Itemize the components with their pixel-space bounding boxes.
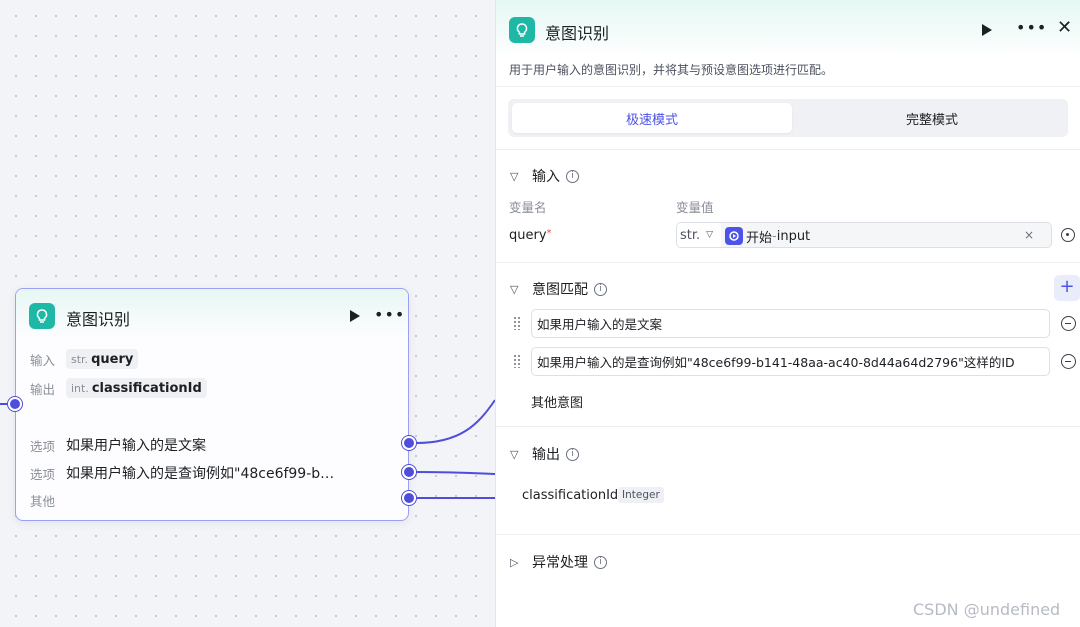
chevron-down-icon: ▽: [510, 169, 519, 183]
reference-var: input: [776, 228, 811, 244]
intent-input[interactable]: 如果用户输入的是文案: [531, 309, 1050, 338]
other-output-port[interactable]: [402, 491, 416, 505]
other-intent-label: 其他意图: [531, 396, 584, 411]
node-settings-panel: 意图识别 ••• ✕ 用于用户输入的意图识别，并将其与预设意图选项进行匹配。 极…: [495, 0, 1080, 627]
reference-chip: 开始 - input: [725, 226, 810, 246]
lightbulb-icon: [29, 303, 55, 329]
chevron-down-icon: ▽: [510, 447, 519, 461]
intent-input[interactable]: 如果用户输入的是查询例如"48ce6f99-b141-48aa-ac40-8d4…: [531, 347, 1050, 376]
more-icon[interactable]: •••: [374, 305, 406, 324]
node-option-row: 选项 如果用户输入的是查询例如"48ce6f99-b…: [30, 463, 334, 483]
node-input-port[interactable]: [8, 397, 22, 411]
input-var-name: query*: [509, 228, 552, 243]
error-section-header[interactable]: ▷ 异常处理 i: [510, 552, 607, 572]
clear-icon[interactable]: ×: [1023, 228, 1034, 242]
lightbulb-icon: [509, 17, 535, 43]
option-1-output-port[interactable]: [402, 436, 416, 450]
divider: [496, 426, 1080, 427]
reference-separator: -: [772, 228, 777, 244]
error-section-title: 异常处理: [532, 555, 588, 571]
intent-node-card[interactable]: 意图识别 ••• 输入 str. query 输出 int. classific…: [15, 288, 409, 521]
panel-header: 意图识别 ••• ✕: [496, 0, 1080, 56]
node-input-type: str.: [71, 352, 89, 366]
add-intent-button[interactable]: +: [1054, 275, 1080, 301]
input-section-header[interactable]: ▽ 输入 i: [510, 166, 579, 186]
mode-switch: 极速模式 完整模式: [508, 99, 1068, 137]
chevron-down-icon: ▽: [510, 282, 519, 296]
node-output-row: 输出 int. classificationId: [30, 378, 207, 398]
info-icon[interactable]: i: [594, 282, 607, 296]
variable-picker-icon[interactable]: [1061, 228, 1075, 242]
output-var-type: Integer: [618, 487, 664, 503]
node-output-name: classificationId: [91, 380, 202, 396]
node-option-row: 选项 如果用户输入的是文案: [30, 435, 206, 455]
panel-description: 用于用户输入的意图识别，并将其与预设意图选项进行匹配。: [509, 63, 834, 77]
output-section-title: 输出: [532, 447, 560, 463]
info-icon[interactable]: i: [566, 447, 579, 461]
node-input-label: 输入: [30, 352, 56, 368]
variable-reference-field[interactable]: 开始 - input ×: [721, 222, 1052, 248]
intent-section-header[interactable]: ▽ 意图匹配 i: [510, 279, 607, 299]
type-select-value: str.: [680, 227, 701, 243]
column-var-value: 变量值: [676, 200, 714, 215]
node-output-type: int.: [71, 381, 89, 395]
node-input-tag: str. query: [66, 349, 139, 369]
chevron-down-icon: ▽: [706, 230, 714, 240]
node-option-text: 如果用户输入的是文案: [66, 438, 206, 454]
start-node-icon: [725, 227, 743, 245]
output-section-header[interactable]: ▽ 输出 i: [510, 444, 579, 464]
drag-handle-icon[interactable]: [513, 316, 521, 330]
node-output-tag: int. classificationId: [66, 378, 207, 398]
play-icon[interactable]: [348, 309, 362, 323]
node-other-label: 其他: [30, 494, 56, 509]
node-other-row: 其他: [30, 491, 66, 510]
drag-handle-icon[interactable]: [513, 354, 521, 368]
node-option-text: 如果用户输入的是查询例如"48ce6f99-b…: [66, 466, 335, 482]
reference-node: 开始: [746, 230, 773, 246]
info-icon[interactable]: i: [566, 169, 579, 183]
node-output-label: 输出: [30, 381, 56, 397]
more-icon[interactable]: •••: [1016, 18, 1048, 37]
close-icon[interactable]: ✕: [1057, 17, 1073, 38]
node-input-name: query: [91, 351, 134, 367]
divider: [496, 86, 1080, 87]
remove-intent-button[interactable]: [1061, 354, 1076, 369]
input-var-name-text: query: [509, 228, 547, 243]
tab-fast-mode[interactable]: 极速模式: [512, 103, 792, 133]
node-option-label: 选项: [30, 466, 56, 482]
node-header: 意图识别 •••: [16, 289, 408, 341]
node-title: 意图识别: [66, 310, 131, 329]
remove-intent-button[interactable]: [1061, 316, 1076, 331]
divider: [496, 149, 1080, 150]
column-var-name: 变量名: [509, 200, 547, 215]
divider: [496, 534, 1080, 535]
node-input-row: 输入 str. query: [30, 349, 139, 369]
type-select[interactable]: str. ▽: [676, 222, 722, 248]
play-icon[interactable]: [980, 23, 994, 37]
intent-section-title: 意图匹配: [532, 282, 588, 298]
watermark: CSDN @undefined: [913, 600, 1061, 619]
required-mark: *: [546, 228, 552, 239]
info-icon[interactable]: i: [594, 555, 607, 569]
panel-title: 意图识别: [545, 24, 610, 43]
output-var-name: classificationId: [522, 488, 619, 503]
node-option-label: 选项: [30, 438, 56, 454]
option-2-output-port[interactable]: [402, 465, 416, 479]
divider: [496, 262, 1080, 263]
input-section-title: 输入: [532, 169, 560, 185]
tab-full-mode[interactable]: 完整模式: [905, 112, 958, 128]
chevron-right-icon: ▷: [510, 555, 519, 569]
